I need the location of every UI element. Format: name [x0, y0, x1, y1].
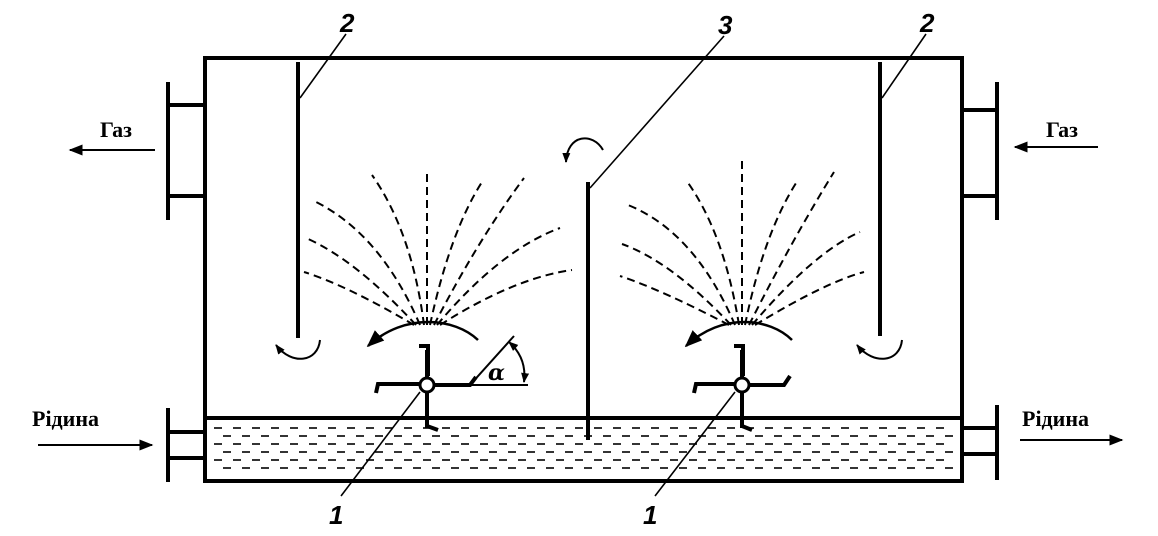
- gas-inlet-nozzle: [962, 82, 999, 220]
- callout-number: 2: [919, 8, 935, 38]
- liquid-outlet-nozzle: [962, 405, 999, 480]
- angle-label: α: [488, 360, 505, 386]
- liquid-inlet-label: Рідина: [32, 406, 99, 431]
- rotation-arrow-icon: [562, 137, 604, 163]
- blade-angle-indicator: [469, 335, 530, 386]
- spray-fan-left: [303, 170, 573, 326]
- rotation-arrow-icon: [366, 320, 479, 348]
- gas-outlet-nozzle: [166, 82, 205, 220]
- gas-outlet-label: Газ: [100, 117, 132, 142]
- spray-fan-right: [619, 160, 865, 326]
- liquid-inlet-nozzle: [166, 408, 205, 482]
- impeller-icon: [692, 344, 792, 432]
- rotation-arrow-icon: [275, 339, 321, 360]
- callout-number: 1: [329, 500, 343, 530]
- rotation-arrow-icon: [856, 339, 903, 360]
- callout-number: 1: [643, 500, 657, 530]
- leader-lines: [299, 33, 927, 497]
- callout-number: 2: [339, 8, 355, 38]
- callout-number: 3: [718, 10, 733, 40]
- vessel-body: [203, 56, 964, 483]
- gas-inlet-label: Газ: [1046, 117, 1078, 142]
- liquid-layer: [205, 416, 962, 469]
- rotation-arrow-icon: [684, 320, 793, 348]
- liquid-outlet-label: Рідина: [1022, 406, 1089, 431]
